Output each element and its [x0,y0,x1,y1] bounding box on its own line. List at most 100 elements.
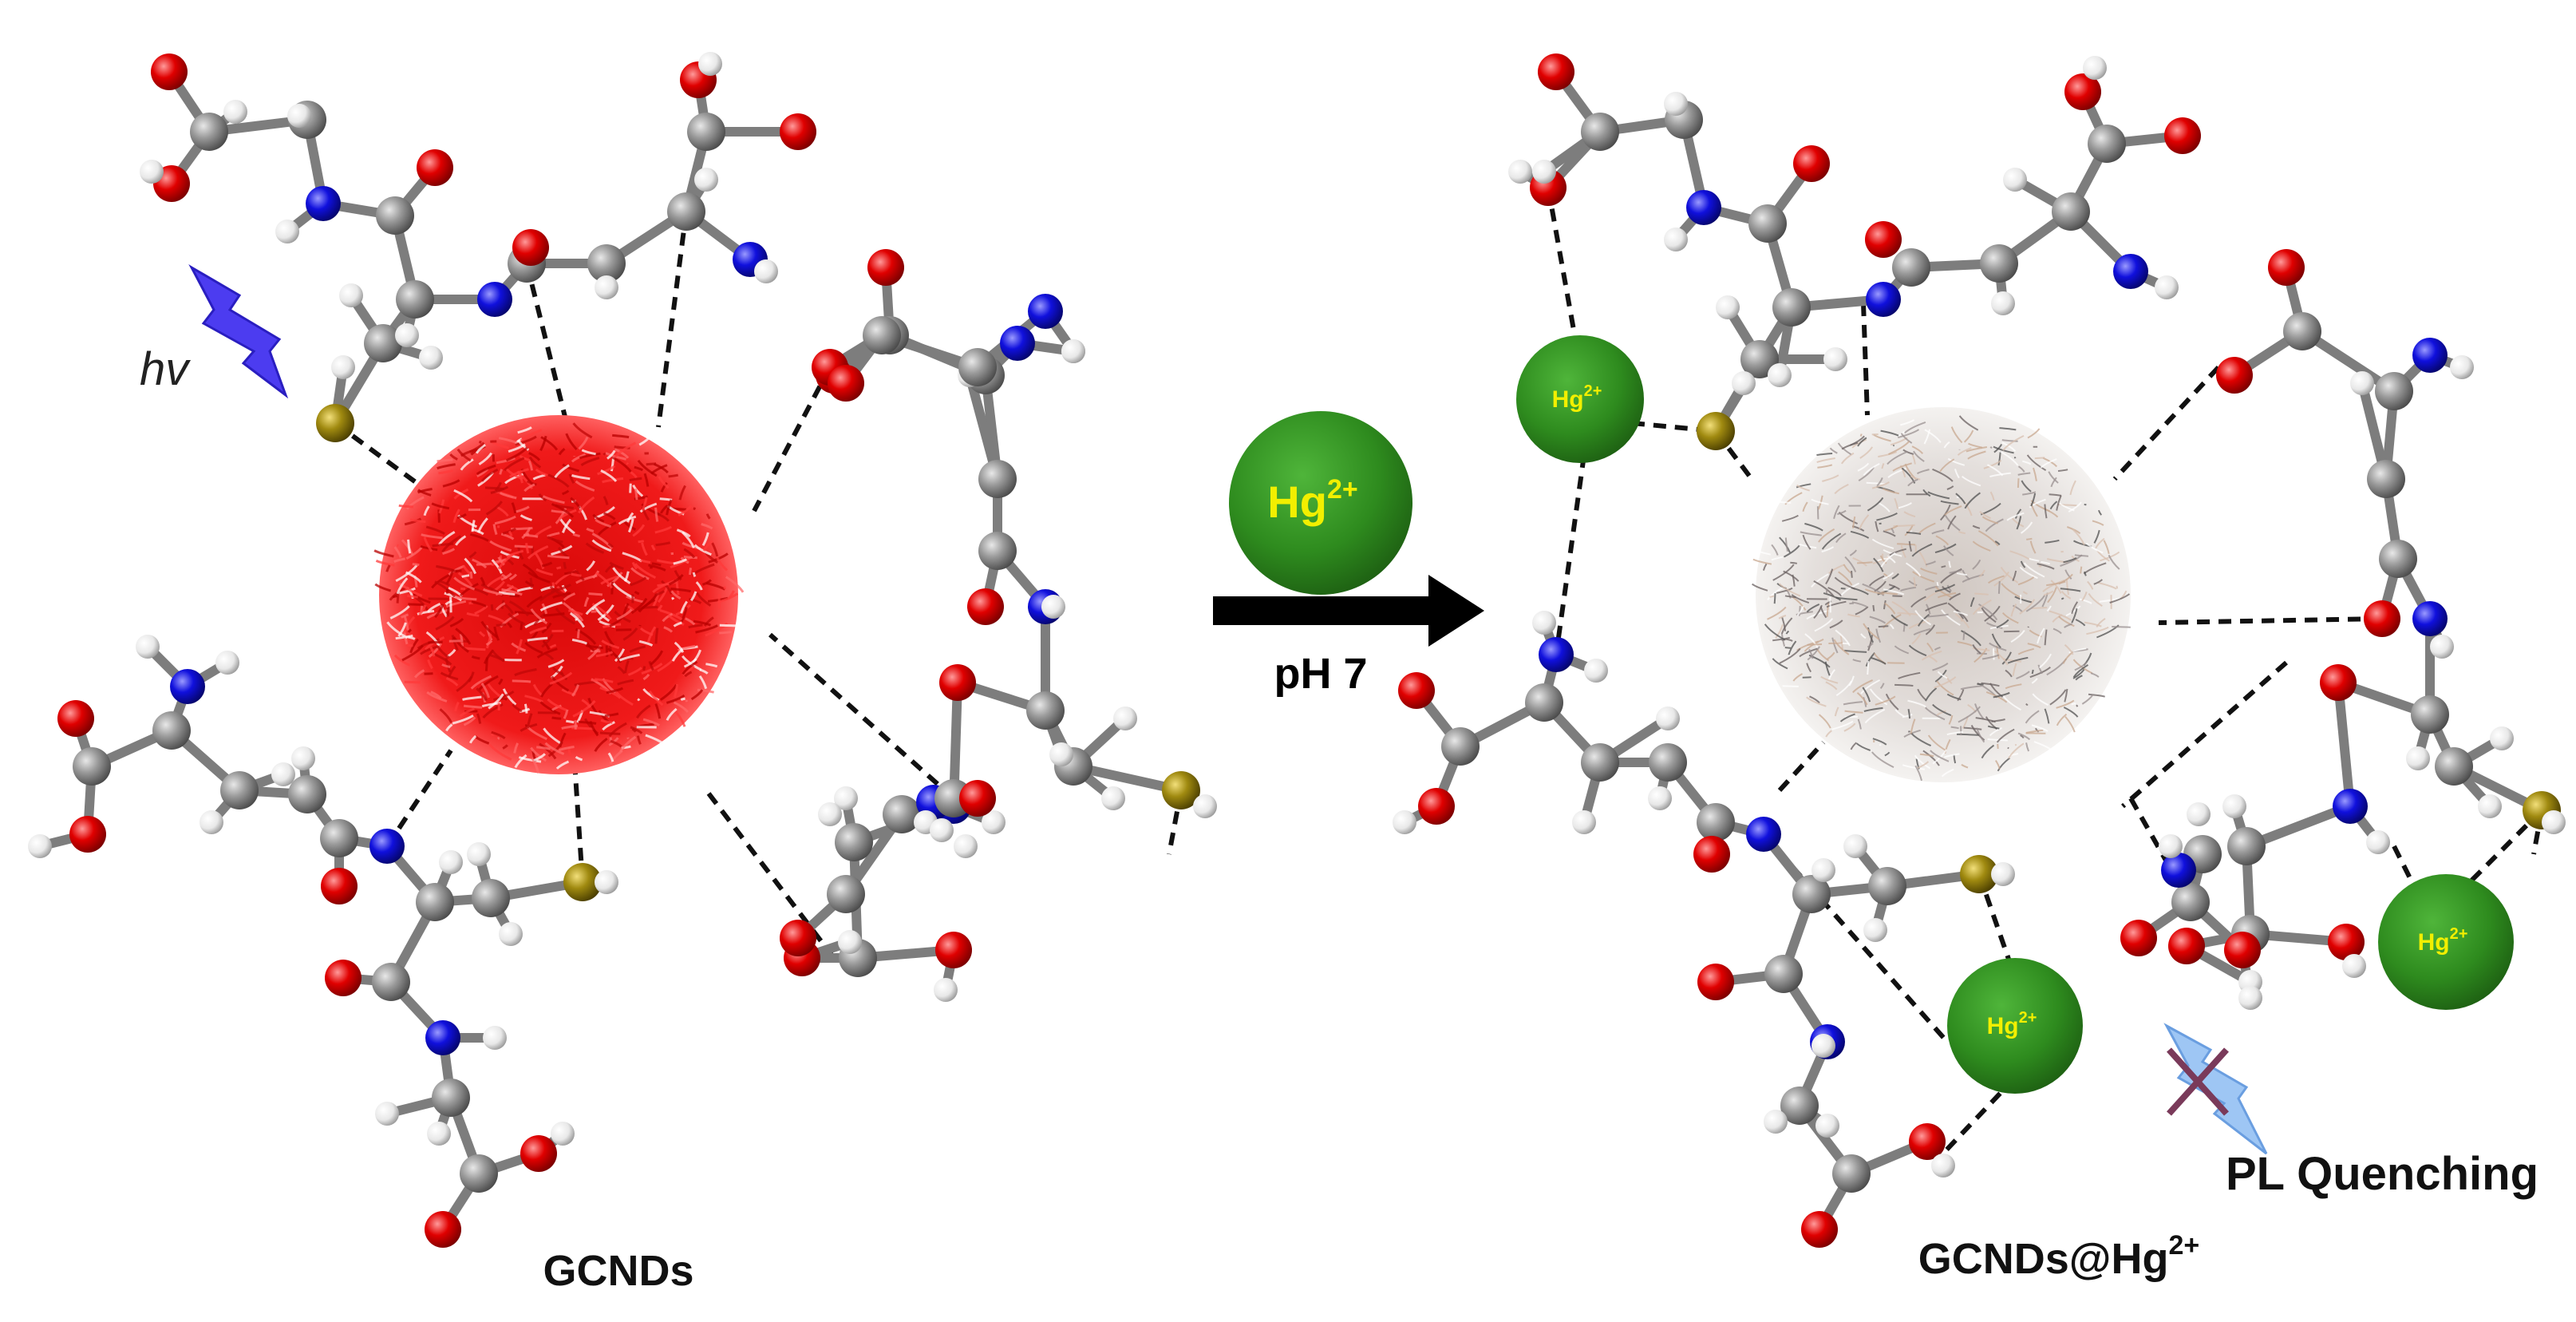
oxygen-atom [935,932,972,968]
dot-texture-stroke [445,723,453,732]
hg-ion-sphere [1516,335,1644,463]
dot-texture-stroke [393,557,405,563]
hydrogen-atom [1991,862,2015,886]
dot-texture-stroke [526,595,543,608]
dot-texture-stroke [2049,610,2072,621]
dot-texture-stroke [1968,442,1982,449]
oxygen-atom [1793,145,1830,182]
dot-texture-stroke [541,622,552,634]
dot-texture-stroke [1816,506,1819,520]
interaction-dash [1977,873,2013,967]
dot-texture-stroke [603,452,606,456]
dot-texture-stroke [428,640,443,644]
dot-texture-stroke [2084,621,2102,627]
dot-texture-stroke [547,536,563,544]
dot-texture-stroke [1882,488,1900,495]
dot-texture-stroke [597,465,616,476]
dot-texture-stroke [1953,610,1969,616]
dot-texture-stroke [1932,749,1947,765]
dot-texture-stroke [1889,548,1906,556]
dot-texture-stroke [2068,501,2082,513]
dot-texture-stroke [1912,571,1935,583]
dot-texture-stroke [666,694,685,704]
hg-ion: Hg2+ [1516,335,1644,463]
dot-texture-stroke [1961,630,1981,647]
carbon-atom [1581,743,1619,782]
dot-texture-stroke [393,546,402,558]
dot-texture-stroke [604,712,619,718]
dot-texture-stroke [2032,693,2049,707]
dot-texture-stroke [597,521,617,536]
carbon-atom [376,196,414,235]
hydrogen-atom [271,762,295,786]
reaction-arrow [1213,575,1484,647]
dot-texture-stroke [614,648,626,663]
interaction-dash [2121,660,2288,809]
dot-texture-stroke [1884,751,1891,757]
dot-texture-stroke [1771,556,1783,561]
interaction-dash [768,632,955,801]
dot-texture-stroke [588,592,603,596]
dot-texture-stroke [657,604,663,612]
dot-texture-stroke [1894,683,1914,687]
dot-texture-stroke [1993,648,1995,660]
hydrogen-atom [200,810,223,834]
dot-texture-stroke [1844,556,1857,572]
dot-texture-stroke [518,756,542,763]
dot-texture-stroke [525,543,530,554]
nitrogen-atom [170,669,205,704]
dot-texture-stroke [547,741,563,758]
dot-texture-stroke [1873,557,1884,572]
dot-texture-stroke [698,675,708,690]
dot-texture-stroke [461,574,470,579]
dot-texture-stroke [1900,586,1917,592]
oxygen-atom [425,1211,461,1248]
dot-texture-stroke [1918,522,1936,534]
dot-texture-stroke [2095,537,2105,549]
dot-texture-stroke [1985,622,2003,629]
dot-texture-stroke [446,602,451,617]
dot-texture-stroke [532,683,543,697]
dot-texture-stroke [2019,599,2036,615]
dot-texture-stroke [1964,492,1981,509]
dot-texture-stroke [1802,676,1811,679]
dot-texture-stroke [574,680,596,687]
dot-texture-stroke [2097,581,2117,590]
dot-texture-stroke [1820,675,1839,684]
carbon-atom [1868,867,1906,905]
hydrogen-atom [1572,810,1596,834]
dot-texture-stroke [1991,633,2001,649]
dot-texture-stroke [586,560,596,572]
dot-texture-stroke [654,507,659,522]
hydrogen-atom [136,635,160,659]
dot-texture-stroke [2103,540,2110,555]
dot-texture-stroke [493,690,515,702]
hydrogen-atom [2542,810,2566,834]
dot-texture-stroke [1855,606,1869,615]
dot-texture-stroke [608,722,627,738]
dot-texture-stroke [1841,441,1859,450]
dot-texture-stroke [595,572,613,589]
dot-texture-stroke [456,513,467,520]
dot-texture-stroke [439,580,451,587]
dot-texture-stroke [1977,608,1981,611]
hg-ion-label: Hg2+ [2418,925,2468,956]
dot-texture-stroke [530,746,547,762]
dot-texture-stroke [563,709,569,719]
dot-texture-stroke [496,623,507,627]
dot-texture-stroke [1892,445,1894,447]
dot-texture-stroke [605,452,626,461]
dot-texture-stroke [585,644,603,650]
dot-texture-stroke [1883,548,1902,557]
dot-texture-stroke [1813,604,1823,619]
dot-texture-stroke [498,591,516,596]
dot-texture-stroke [2031,678,2038,684]
dot-texture-stroke [1935,535,1950,546]
hg-ion-label: Hg2+ [1552,382,1602,413]
dot-texture-stroke [460,587,466,591]
dot-texture-stroke [432,542,454,548]
dot-texture-stroke [2025,710,2040,724]
dot-texture-stroke [451,635,459,651]
dot-texture-stroke [460,448,478,457]
dot-texture-stroke [1989,446,1993,449]
